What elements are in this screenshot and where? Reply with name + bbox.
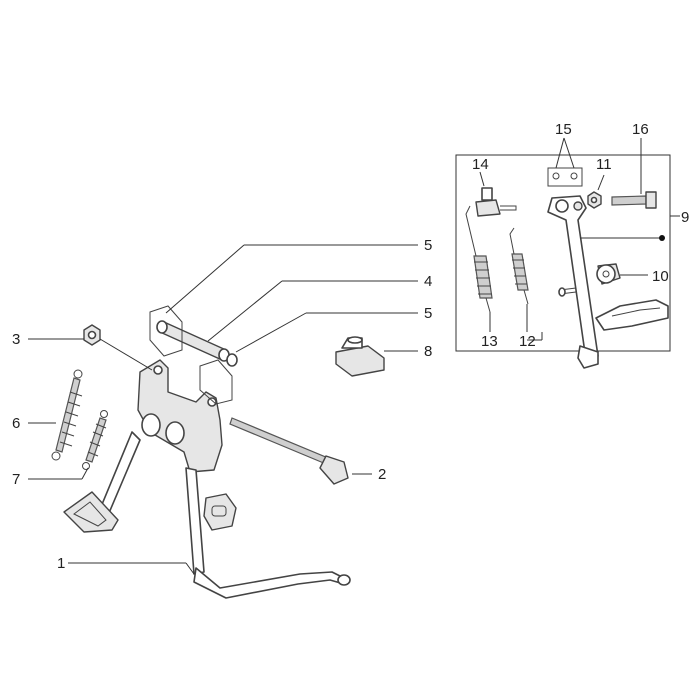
callout-10: 10 [652, 268, 669, 285]
callout-14: 14 [472, 156, 489, 173]
bushing-left [149, 305, 183, 357]
callout-5-upper: 5 [424, 237, 432, 254]
callout-4: 4 [424, 273, 432, 290]
nut-3 [83, 324, 101, 346]
callout-12: 12 [519, 333, 536, 350]
spring-6 [51, 369, 83, 461]
center-stand [63, 359, 351, 599]
callout-13: 13 [481, 333, 498, 350]
callout-1: 1 [57, 555, 65, 572]
side-stand-kit [455, 154, 671, 369]
callout-3: 3 [12, 331, 20, 348]
leader-lines [28, 137, 680, 575]
callout-9: 9 [681, 209, 689, 226]
pivot-bolt [229, 417, 349, 485]
spring-7 [82, 410, 108, 470]
callout-6: 6 [12, 415, 20, 432]
callout-11: 11 [596, 156, 612, 173]
callout-16: 16 [632, 121, 649, 138]
callout-7: 7 [12, 471, 20, 488]
bushing-right [199, 353, 238, 405]
callout-2: 2 [378, 466, 386, 483]
callout-5-lower: 5 [424, 305, 432, 322]
callout-15: 15 [555, 121, 572, 138]
callout-8: 8 [424, 343, 432, 360]
rubber-block-8 [335, 336, 385, 377]
callouts: 1 2 3 4 5 5 6 7 8 9 10 11 12 13 14 15 16 [12, 121, 689, 572]
